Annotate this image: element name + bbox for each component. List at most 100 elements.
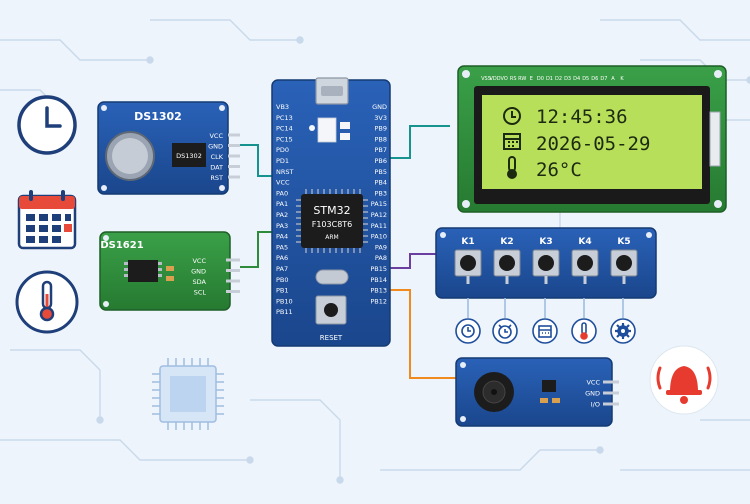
lcd-time: 12:45:36 xyxy=(536,106,628,128)
mcu-left-pin-labels: VB3PC13PC14PC15PD0PD1NRSTVCCPA0PA1PA2PA3… xyxy=(276,103,294,316)
mcu-pin-pa3: PA3 xyxy=(276,222,288,230)
mcu-pin-pa4: PA4 xyxy=(276,233,288,241)
ds1621-title: DS1621 xyxy=(100,240,143,251)
gear-icon xyxy=(610,318,636,344)
mcu-pin-pa11: PA11 xyxy=(371,222,387,230)
mcu-pin-pb12: PB12 xyxy=(370,297,387,305)
buzzer xyxy=(474,372,514,412)
coin-cell-battery xyxy=(105,131,155,181)
wire-ds1621 xyxy=(240,231,276,268)
mcu-pin-pa0: PA0 xyxy=(276,189,288,197)
mcu-pin-pa6: PA6 xyxy=(276,254,288,262)
clock-icon xyxy=(17,95,77,155)
decorative-chip xyxy=(152,358,224,430)
ds1621-pin-header xyxy=(226,269,240,272)
thermometer-small-icon xyxy=(571,318,597,344)
wires xyxy=(240,125,456,379)
mcu-pin-pb13: PB13 xyxy=(370,287,387,295)
reset-button[interactable] xyxy=(315,295,347,325)
timer-icon xyxy=(455,318,481,344)
mcu-pin-pc15: PC15 xyxy=(276,135,293,143)
mcu-pin-pa1: PA1 xyxy=(276,200,288,208)
alarm-clock-icon xyxy=(492,318,518,344)
ds1302-pin-clk: CLK xyxy=(211,153,224,161)
mcu-pin-3v3: 3V3 xyxy=(374,114,387,122)
crystal xyxy=(315,269,349,285)
mcu-pin-pa8: PA8 xyxy=(375,254,387,262)
lcd-pin-rs: RS xyxy=(510,76,517,82)
buzzer-pin-header xyxy=(603,391,619,395)
wire-buzzer xyxy=(390,289,456,379)
key-button-k4[interactable] xyxy=(571,249,599,284)
mcu-pin-pb1: PB1 xyxy=(276,287,289,295)
buzzer-pin-header xyxy=(603,380,619,384)
mcu-right-pin-labels: GND3V3PB9PB8PB7PB6PB5PB4PB3PA15PA12PA11P… xyxy=(370,103,387,305)
ds1302-pin-dat: DAT xyxy=(210,164,223,172)
buzzer-pin-vcc: VCC xyxy=(586,379,600,387)
ds1302-pin-header xyxy=(228,165,240,168)
key-label-k4: K4 xyxy=(578,237,591,247)
ds1621-pin-header xyxy=(226,290,240,293)
key-button-k2[interactable] xyxy=(493,249,521,284)
mcu-pin-nrst: NRST xyxy=(276,168,294,176)
lcd-pin-rw: RW xyxy=(518,76,526,82)
key-label-k1: K1 xyxy=(461,237,474,247)
mcu-pin-pb6: PB6 xyxy=(374,157,387,165)
mcu-pin-pb15: PB15 xyxy=(370,265,387,273)
mcu-pin-pa12: PA12 xyxy=(371,211,387,219)
mcu-pin-pa15: PA15 xyxy=(371,200,387,208)
mcu-pin-pb9: PB9 xyxy=(374,125,387,133)
lcd-pin-vss: VSS xyxy=(481,76,491,82)
key-button-k5[interactable] xyxy=(610,249,638,284)
mcu-pin-pc13: PC13 xyxy=(276,114,293,122)
mcu-pin-gnd: GND xyxy=(372,103,387,111)
mcu-pin-pb0: PB0 xyxy=(276,276,289,284)
mcu-pin-pb14: PB14 xyxy=(370,276,387,284)
ds1302-chip xyxy=(172,143,206,167)
mcu-pin-pa5: PA5 xyxy=(276,243,288,251)
lcd-pin-d5: D5 xyxy=(582,76,589,82)
alarm-bell-icon xyxy=(649,345,719,415)
ds1302-pin-gnd: GND xyxy=(208,143,223,151)
lcd-thermometer-icon xyxy=(507,156,517,179)
key-button-k3[interactable] xyxy=(532,249,560,284)
ds1302-pin-header xyxy=(228,133,240,137)
mcu-pin-pb7: PB7 xyxy=(374,146,387,154)
mcu-pin-vcc: VCC xyxy=(276,179,290,187)
key-button-k1[interactable] xyxy=(454,249,482,284)
ds1621-pin-header xyxy=(226,279,240,283)
ds1621-pin-scl: SCL xyxy=(194,289,207,297)
ds1621-pin-vcc: VCC xyxy=(192,257,206,265)
lcd-pin-vo: VO xyxy=(500,76,507,82)
mcu-label-line2: F103C8T6 xyxy=(312,220,353,229)
lcd-pin-d1: D1 xyxy=(546,76,553,82)
key-label-k5: K5 xyxy=(617,237,630,247)
mcu-pin-pc14: PC14 xyxy=(276,125,293,133)
ds1302-title: DS1302 xyxy=(134,110,182,123)
calendar-small-icon xyxy=(532,318,558,344)
usb-connector xyxy=(315,77,349,105)
mcu-pin-pd1: PD1 xyxy=(276,157,289,165)
ds1621-pin-header xyxy=(226,258,240,262)
mcu-pin-vb3: VB3 xyxy=(276,103,289,111)
lcd-pin-d3: D3 xyxy=(564,76,571,82)
mcu-pin-pa10: PA10 xyxy=(371,233,387,241)
lcd-date: 2026-05-29 xyxy=(536,133,650,155)
buzzer-pin-gnd: GND xyxy=(585,390,600,398)
ds1302-pin-header xyxy=(228,154,240,158)
key-label-k3: K3 xyxy=(539,237,552,247)
lcd-pin-vdd: VDD xyxy=(490,76,501,82)
mcu-label-line1: STM32 xyxy=(313,204,350,217)
mcu-pin-pa2: PA2 xyxy=(276,211,288,219)
ds1302-pin-header xyxy=(228,144,240,147)
lcd-pin-d0: D0 xyxy=(537,76,544,82)
thermometer-icon xyxy=(15,270,79,334)
lcd-pin-d4: D4 xyxy=(573,76,580,82)
lcd-clock-icon xyxy=(503,107,521,125)
